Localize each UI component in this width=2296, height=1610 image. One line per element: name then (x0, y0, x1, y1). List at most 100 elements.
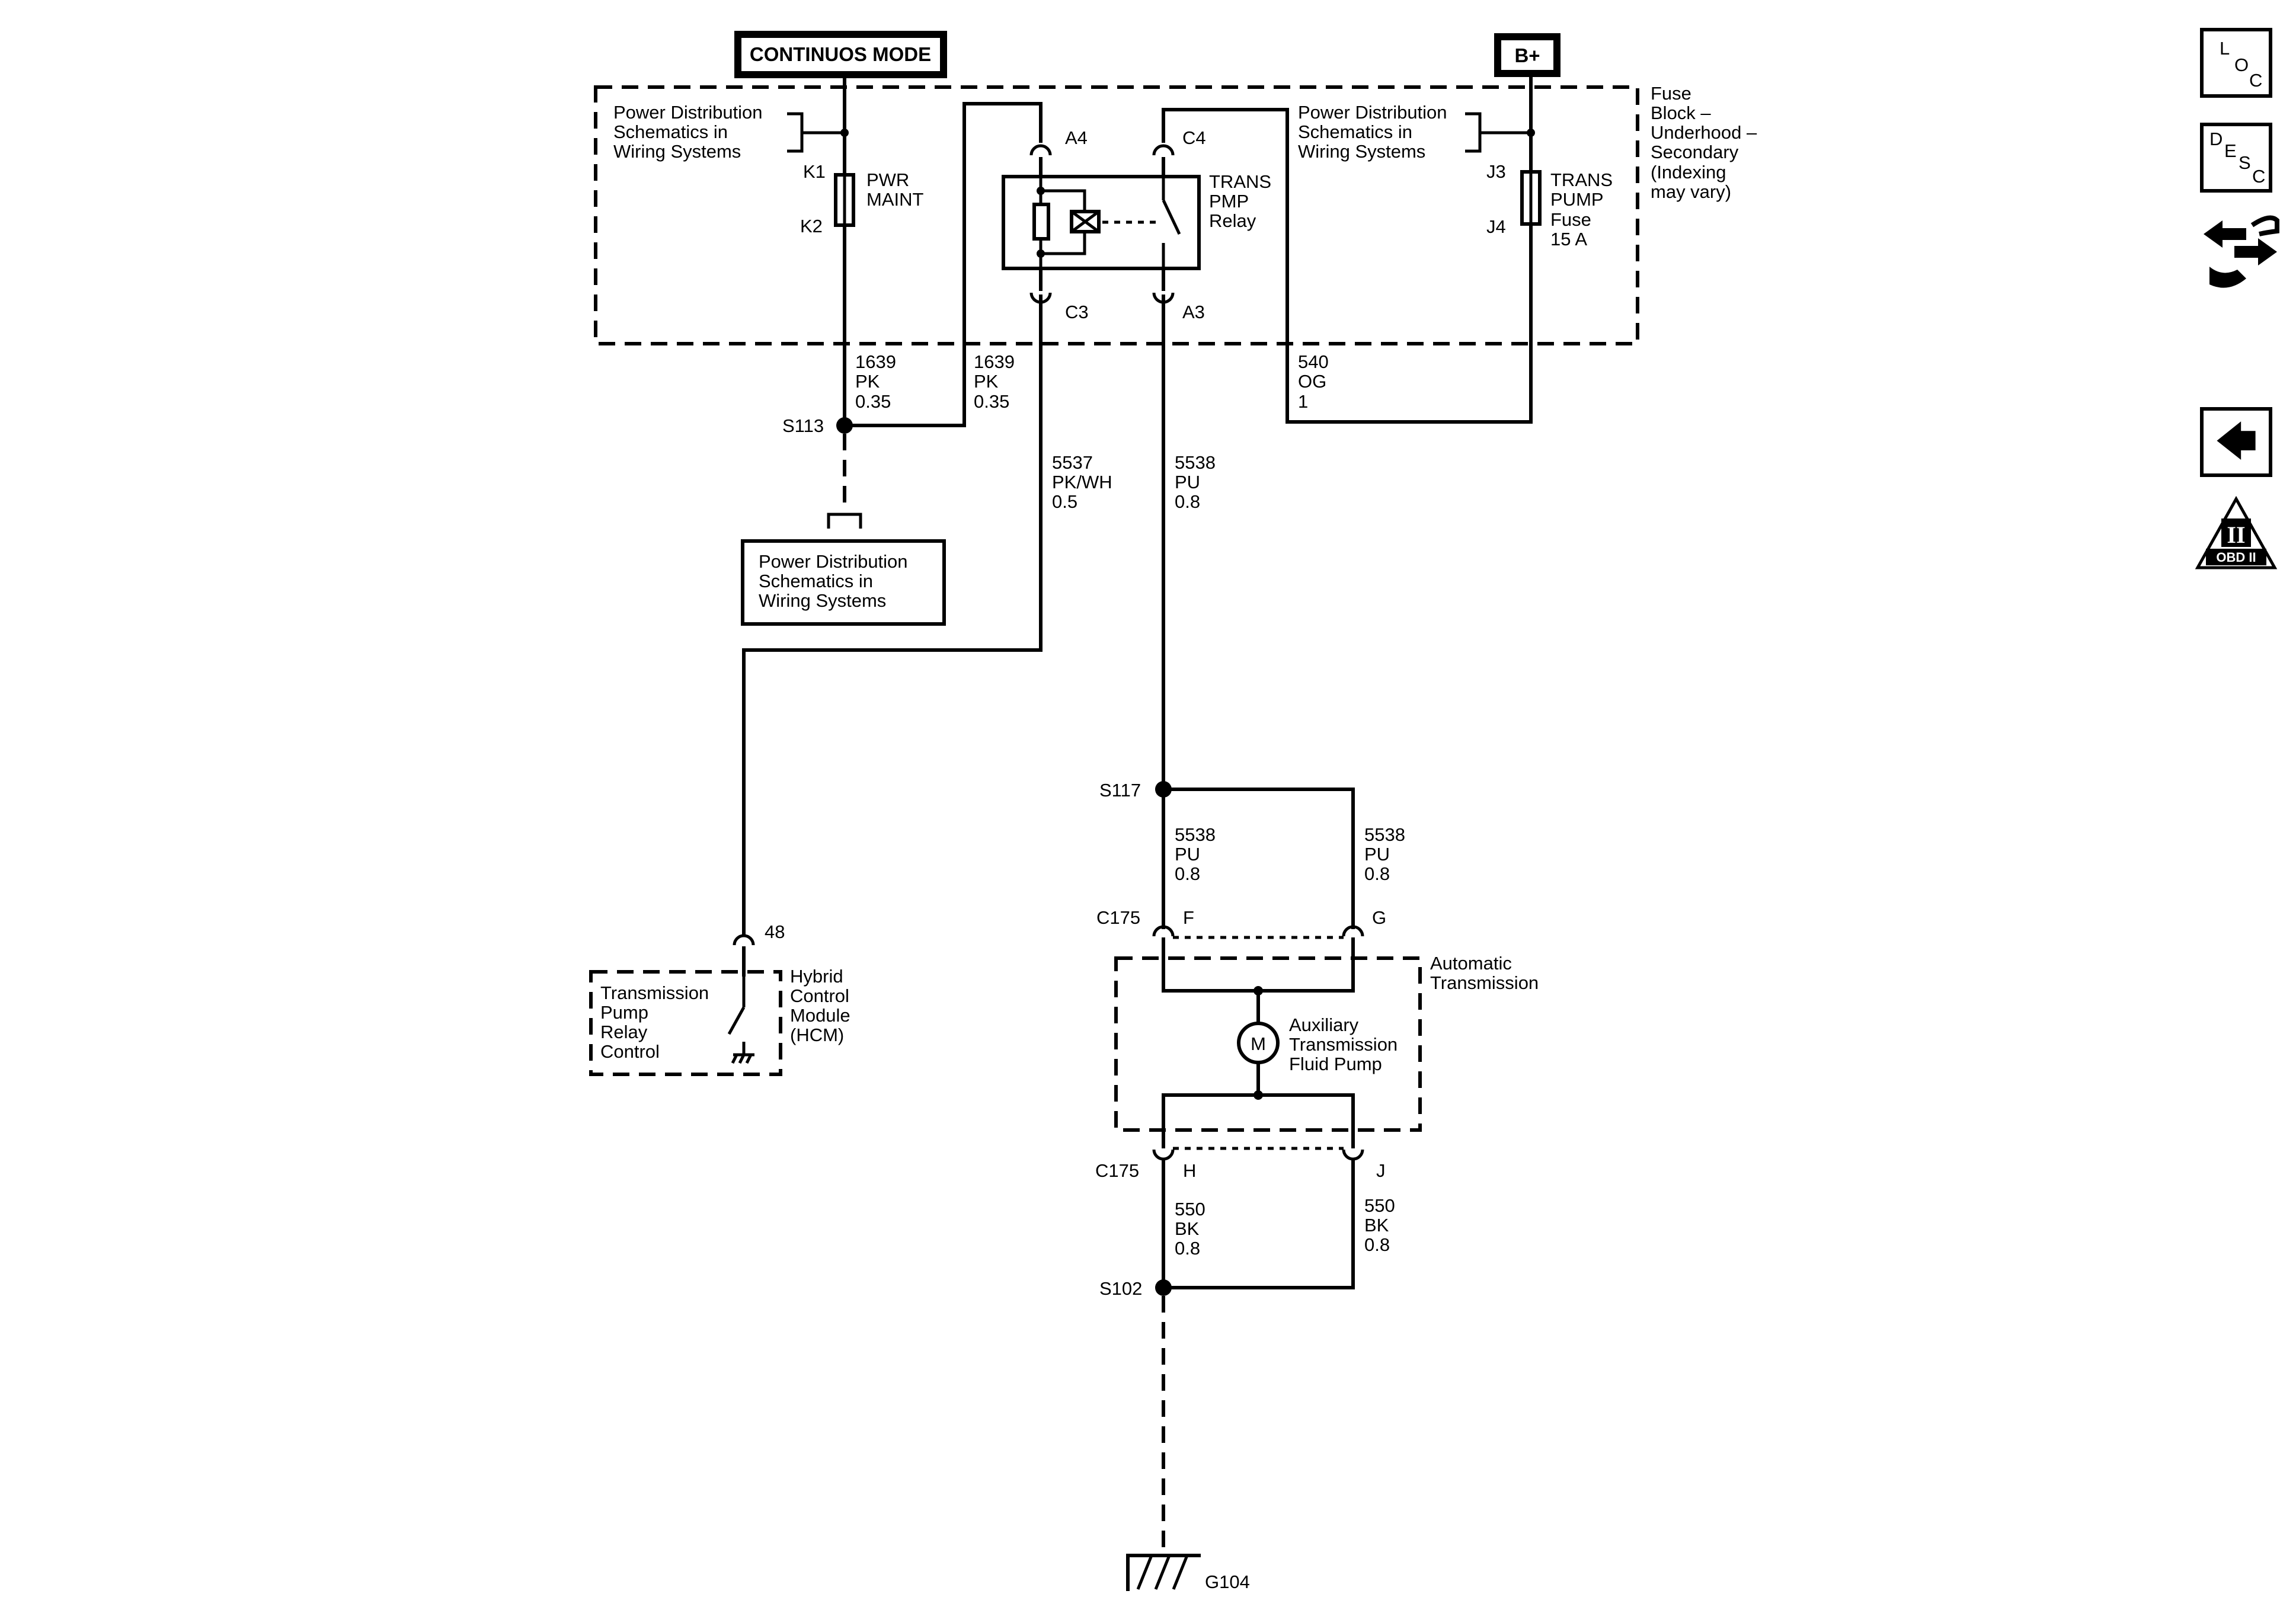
connector-c175-bottom: C175 H J (1095, 1127, 1386, 1181)
svg-text:Automatic: Automatic (1430, 953, 1512, 974)
svg-text:Wiring Systems: Wiring Systems (759, 590, 886, 611)
svg-text:Schematics in: Schematics in (613, 121, 728, 142)
svg-text:BK: BK (1175, 1218, 1200, 1239)
wire-5537-path (742, 295, 1043, 937)
pwr-maint-fuse: K1 K2 PWR MAINT (800, 73, 924, 427)
svg-text:Fuse: Fuse (1550, 209, 1591, 230)
svg-text:S102: S102 (1099, 1278, 1142, 1299)
svg-text:Fuse: Fuse (1651, 83, 1691, 104)
svg-text:0.35: 0.35 (855, 391, 891, 412)
svg-text:Control: Control (600, 1041, 660, 1062)
svg-text:5538: 5538 (1364, 824, 1405, 845)
svg-text:Secondary: Secondary (1651, 142, 1739, 162)
svg-text:PU: PU (1175, 844, 1200, 865)
c175-pin-j: J (1376, 1160, 1386, 1181)
svg-text:PWR: PWR (866, 169, 909, 190)
splice-s102: S102 (1099, 1278, 1172, 1550)
svg-text:PK/WH: PK/WH (1052, 472, 1112, 492)
wire-550-path (1162, 1158, 1355, 1289)
svg-text:1639: 1639 (974, 351, 1015, 372)
right-power-distribution-ref: Power Distribution Schematics in Wiring … (1298, 102, 1535, 162)
svg-text:1: 1 (1298, 391, 1308, 412)
c175-pin-g: G (1372, 907, 1386, 928)
svg-text:0.8: 0.8 (1175, 491, 1200, 512)
svg-text:O: O (2234, 55, 2249, 75)
trans-pmp-relay: A4 C4 C3 A3 TRANS PMP Relay (843, 102, 1271, 427)
power-distribution-ref-box: Power Distribution Schematics in Wiring … (741, 539, 946, 626)
svg-text:5538: 5538 (1175, 824, 1216, 845)
svg-text:Pump: Pump (600, 1002, 648, 1023)
svg-text:Power Distribution: Power Distribution (1298, 102, 1447, 123)
svg-text:C175: C175 (1095, 1160, 1139, 1181)
svg-text:D: D (2209, 129, 2223, 149)
svg-text:L: L (2220, 38, 2230, 59)
connector-harness-icon[interactable] (2204, 215, 2279, 288)
svg-text:Schematics in: Schematics in (759, 571, 873, 591)
svg-text:TRANS: TRANS (1209, 171, 1271, 192)
svg-text:1639: 1639 (855, 351, 896, 372)
svg-text:(Indexing: (Indexing (1651, 162, 1726, 183)
svg-text:550: 550 (1175, 1199, 1205, 1219)
wire-5538-left: 5538 PU 0.8 (1175, 824, 1216, 884)
svg-text:C: C (2252, 166, 2265, 187)
svg-text:E: E (2224, 140, 2237, 161)
svg-text:Auxiliary: Auxiliary (1289, 1014, 1359, 1035)
wire-1639-left: 1639 PK 0.35 (855, 351, 896, 412)
connector-c175-top: C175 F G (1096, 907, 1386, 993)
ground-g104-label: G104 (1205, 1571, 1250, 1592)
svg-text:Underhood –: Underhood – (1651, 122, 1757, 143)
svg-text:Control: Control (790, 985, 849, 1006)
c175-pin-f: F (1183, 907, 1194, 928)
hcm-pin-48: 48 (765, 921, 785, 942)
svg-text:S113: S113 (782, 415, 824, 436)
svg-text:C: C (2249, 70, 2262, 91)
desc-button[interactable]: D E S C (2200, 123, 2272, 193)
wire-5538-main: 5538 PU 0.8 (1175, 452, 1216, 512)
svg-text:550: 550 (1364, 1195, 1395, 1216)
svg-text:Wiring Systems: Wiring Systems (613, 141, 741, 162)
svg-text:5538: 5538 (1175, 452, 1216, 473)
splice-s113: S113 (782, 415, 862, 529)
wire-550-left: 550 BK 0.8 (1175, 1199, 1205, 1259)
back-button[interactable]: 🡄 (2200, 407, 2272, 477)
wire-550-right: 550 BK 0.8 (1364, 1195, 1395, 1255)
svg-text:5537: 5537 (1052, 452, 1093, 473)
svg-text:Power Distribution: Power Distribution (759, 551, 908, 572)
continuous-mode-label: CONTINUOS MODE (734, 31, 947, 78)
ground-g104-icon: G104 (1126, 1554, 1250, 1592)
svg-text:Schematics in: Schematics in (1298, 121, 1412, 142)
wire-5538-right: 5538 PU 0.8 (1364, 824, 1405, 884)
svg-text:S: S (2239, 152, 2251, 173)
c175-pin-h: H (1183, 1160, 1196, 1181)
svg-text:PU: PU (1175, 472, 1200, 492)
loc-button[interactable]: L O C (2200, 28, 2272, 98)
back-arrow-icon: 🡄 (2215, 418, 2257, 465)
svg-text:Transmission: Transmission (1430, 972, 1539, 993)
relay-pin-c3: C3 (1065, 302, 1089, 322)
svg-text:C175: C175 (1096, 907, 1140, 928)
battery-positive-text: B+ (1514, 44, 1540, 66)
svg-text:Power Distribution: Power Distribution (613, 102, 763, 123)
svg-text:PK: PK (974, 371, 999, 392)
svg-text:15 A: 15 A (1550, 229, 1587, 249)
svg-text:Transmission: Transmission (1289, 1034, 1398, 1055)
svg-text:OBD II: OBD II (2216, 550, 2256, 565)
svg-text:Wiring Systems: Wiring Systems (1298, 141, 1425, 162)
svg-text:Block –: Block – (1651, 103, 1711, 123)
svg-text:Relay: Relay (600, 1022, 648, 1042)
fluid-pump-motor-icon: M (1237, 1022, 1280, 1064)
trans-pump-pin-j3: J3 (1486, 161, 1506, 182)
battery-positive-label: B+ (1494, 33, 1560, 77)
obd-ii-badge: II OBD II (2195, 495, 2278, 569)
relay-pin-a3: A3 (1182, 302, 1205, 322)
trans-pump-fuse: J3 J4 TRANS PUMP Fuse 15 A (1162, 73, 1613, 424)
wire-5537: 5537 PK/WH 0.5 (1052, 452, 1112, 512)
relay-pin-c4: C4 (1182, 127, 1206, 148)
trans-pump-pin-j4: J4 (1486, 216, 1506, 237)
svg-text:PMP: PMP (1209, 191, 1249, 212)
svg-text:Transmission: Transmission (600, 982, 709, 1003)
svg-text:S117: S117 (1099, 780, 1141, 801)
svg-text:PK: PK (855, 371, 880, 392)
svg-text:PUMP: PUMP (1550, 189, 1604, 210)
